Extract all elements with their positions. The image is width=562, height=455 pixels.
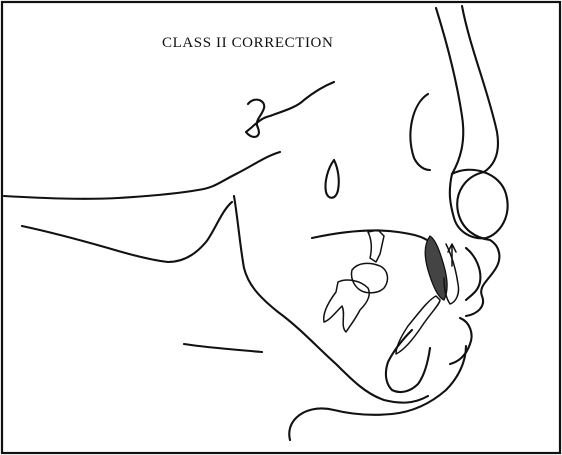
lower-molar [324,280,370,332]
upper-lip [466,248,480,300]
neck-line [22,202,232,262]
nasal-bone-line [436,8,463,174]
pterygomaxillary-fissure [325,160,338,198]
lower-lip [450,318,472,364]
soft-tissue-chin [289,346,466,440]
lower-incisor [396,296,440,354]
cranial-base-outline [4,152,280,199]
correction-arrow [448,244,456,266]
figure-title: CLASS II CORRECTION [162,35,333,51]
throat-line [184,344,262,352]
soft-tissue-profile [457,6,499,316]
nose-outline [450,170,508,239]
upper-incisor-shaded [425,236,447,300]
symphysis [386,330,430,392]
sella-turcica [246,82,334,137]
orbit-arc [410,94,430,170]
upper-molar [351,230,387,293]
